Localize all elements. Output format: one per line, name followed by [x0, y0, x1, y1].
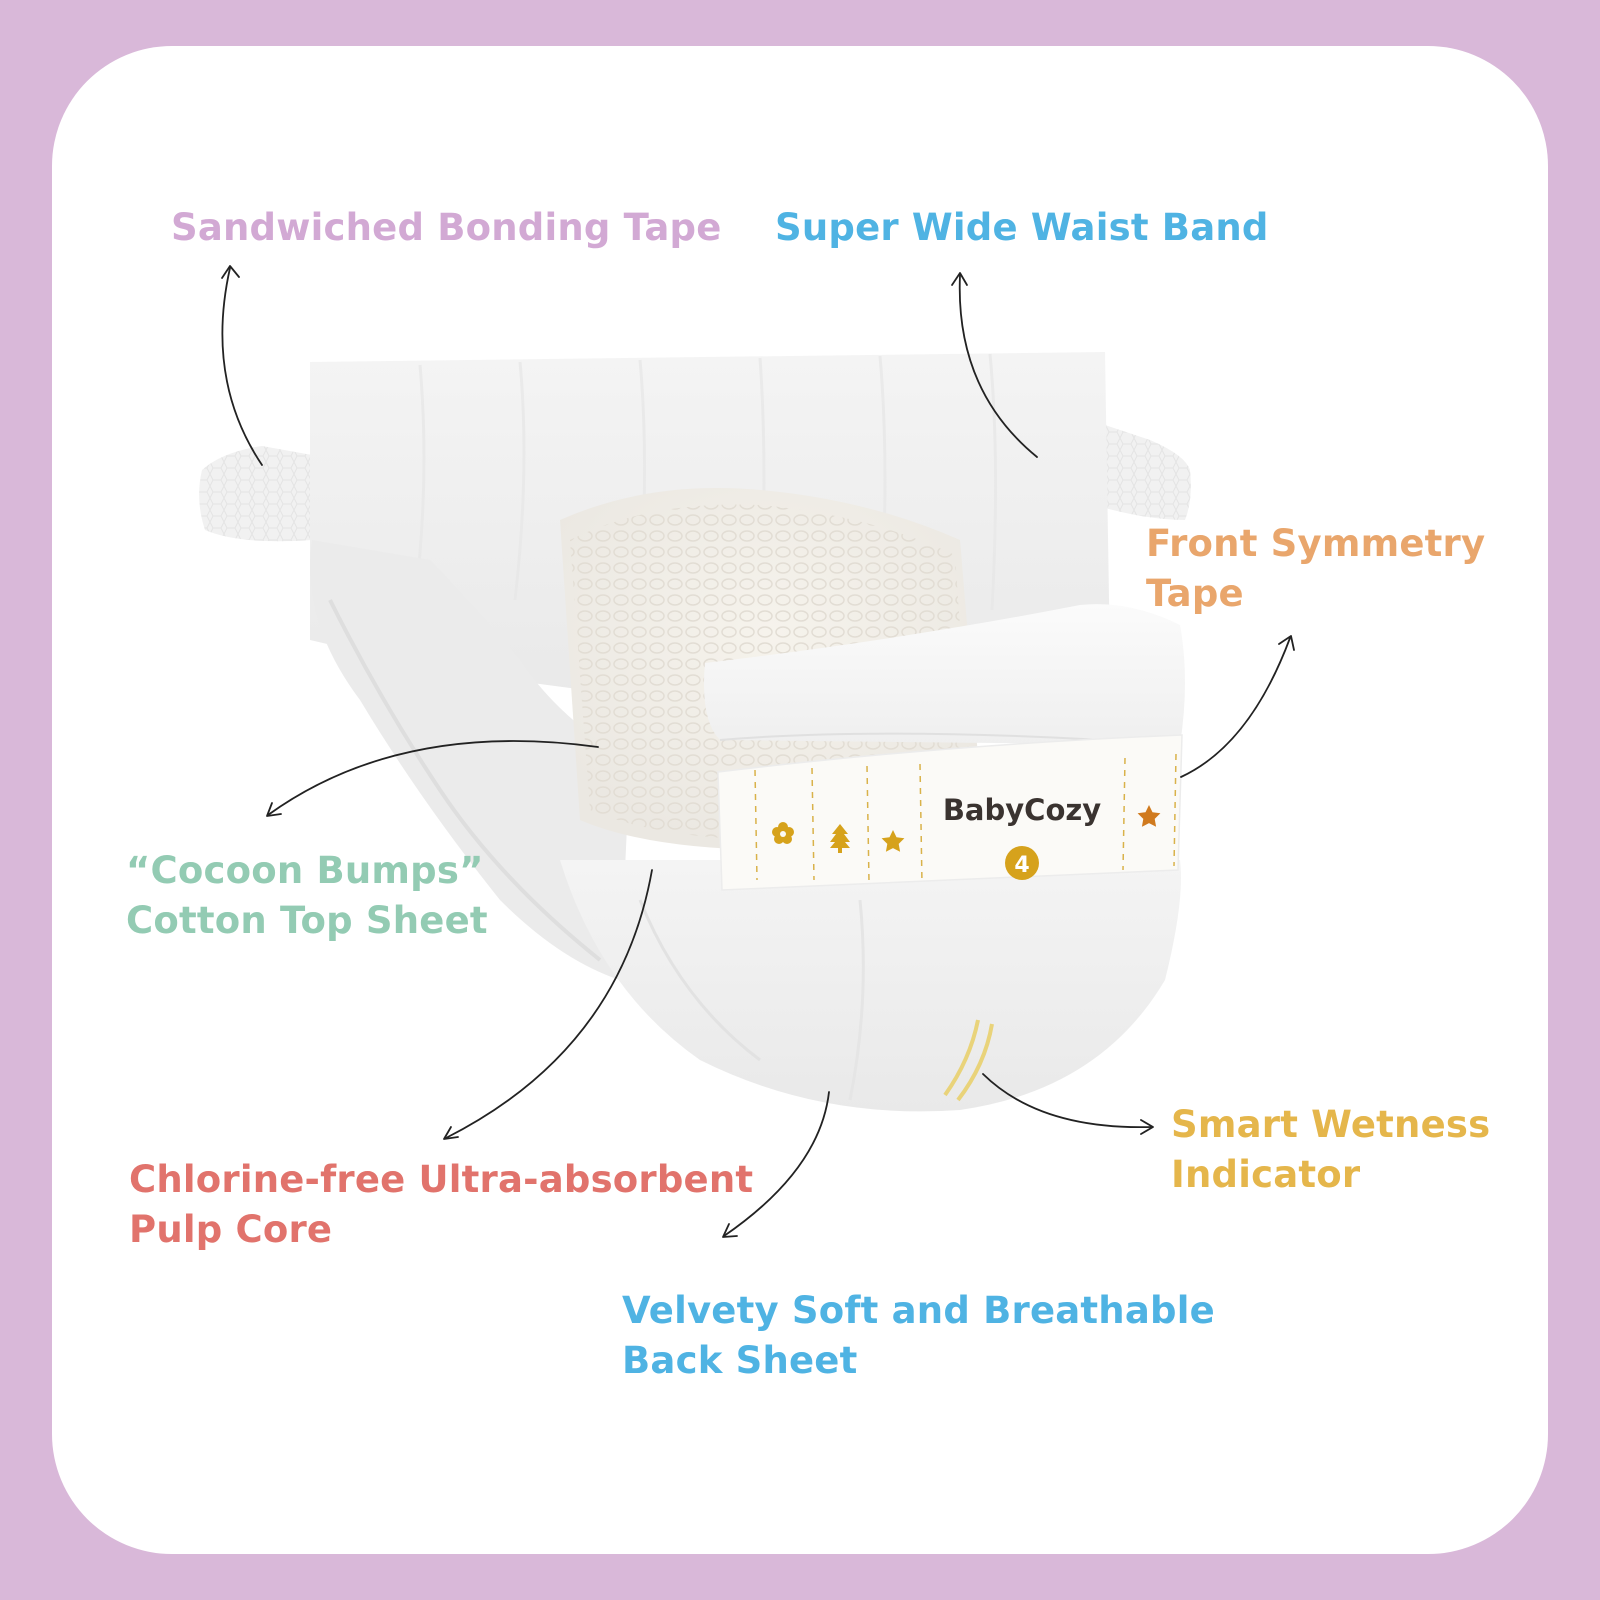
size-badge — [1005, 846, 1039, 880]
size-badge-number: 4 — [1014, 853, 1029, 878]
label-back-sheet: Velvety Soft and Breathable Back Sheet — [622, 1289, 1215, 1382]
arrow-front-tape — [1180, 637, 1291, 778]
tree-icon — [830, 824, 850, 853]
label-front-symmetry-tape: Front Symmetry Tape — [1146, 522, 1486, 615]
label-super-wide-waist-band: Super Wide Waist Band — [775, 206, 1269, 249]
flower-icon — [772, 822, 794, 844]
arrow-back-sheet — [723, 1091, 830, 1237]
front-waistband — [704, 604, 1185, 745]
arrow-cocoon-bumps — [267, 740, 599, 816]
label-smart-wetness-indicator: Smart Wetness Indicator — [1171, 1103, 1491, 1196]
arrow-wetness — [982, 1073, 1152, 1129]
arrow-bonding-tape — [221, 267, 263, 466]
arrow-pulp-core — [445, 869, 653, 1139]
label-cocoon-bumps: “Cocoon Bumps” Cotton Top Sheet — [126, 849, 488, 942]
label-sandwiched-bonding-tape: Sandwiched Bonding Tape — [171, 206, 722, 249]
wetness-indicator-line — [943, 1019, 980, 1097]
left-leg-cuff — [310, 540, 630, 980]
back-sheet — [560, 860, 1181, 1112]
front-symmetry-tape — [717, 734, 1183, 891]
label-pulp-core: Chlorine-free Ultra-absorbent Pulp Core — [129, 1158, 754, 1251]
wetness-indicator-line — [956, 1023, 994, 1102]
star-icon — [1137, 805, 1161, 827]
arrow-waist-band — [958, 274, 1038, 458]
brand-logo: BabyCozy — [943, 793, 1101, 827]
star-icon — [881, 830, 905, 852]
